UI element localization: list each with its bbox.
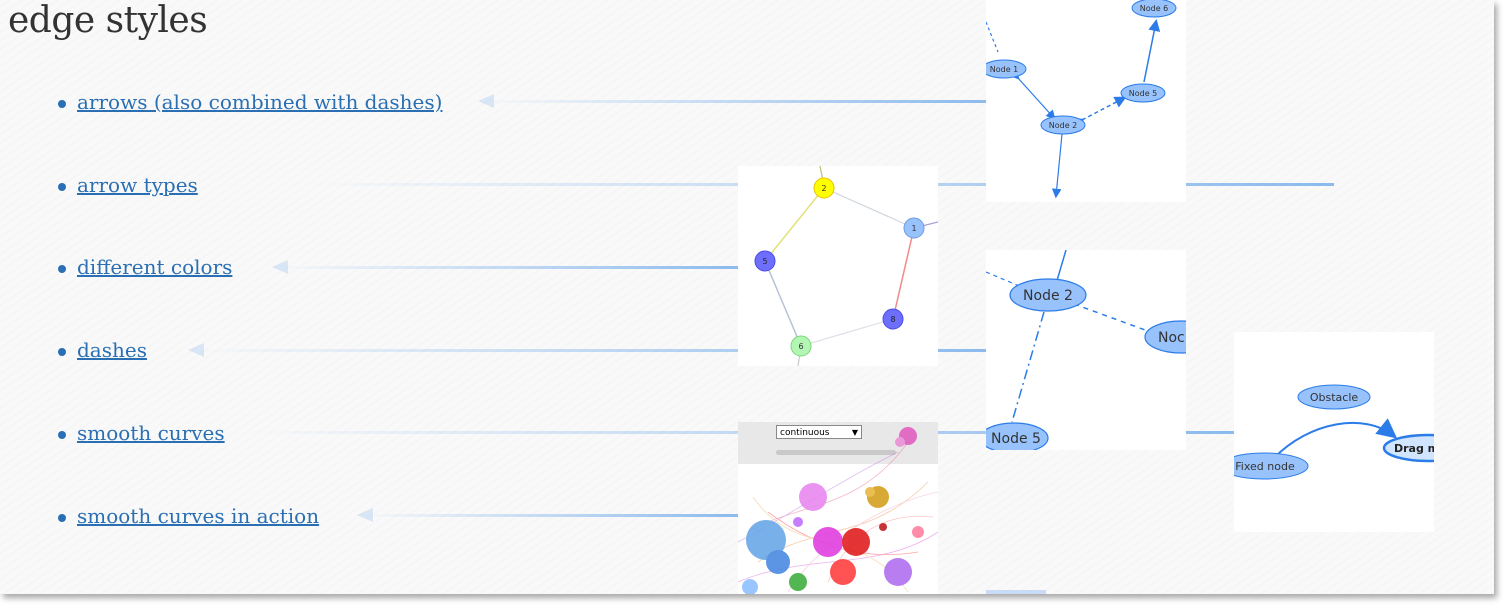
link-dashes[interactable]: dashes <box>77 338 147 362</box>
link-arrows[interactable]: arrows (also combined with dashes) <box>77 90 443 114</box>
smooth-graph: Obstacle Fixed node Drag m <box>1234 384 1434 480</box>
node-label: Obstacle <box>1310 391 1359 404</box>
link-different-colors[interactable]: different colors <box>77 255 233 279</box>
thumbnail-edge <box>986 590 1046 594</box>
bullet-icon <box>58 514 66 522</box>
thumbnail-smooth-curves-in-action[interactable]: continuous ▼ <box>738 422 938 594</box>
node-label: 5 <box>762 257 767 266</box>
network-cluster-graph <box>738 427 938 594</box>
connector-line-action <box>360 514 740 517</box>
node-label: 8 <box>890 315 895 324</box>
chevron-down-icon: ▼ <box>851 428 858 437</box>
node-label: 6 <box>798 342 803 351</box>
link-arrow-types[interactable]: arrow types <box>77 173 198 197</box>
thumbnail-arrows[interactable]: Node 1 Node 2 Node 5 Node 6 <box>986 0 1186 202</box>
link-smooth-curves[interactable]: smooth curves <box>77 421 225 445</box>
connector-arrowhead-dashes <box>188 343 204 357</box>
node-label: Noc <box>1158 330 1185 346</box>
node-label: Node 1 <box>990 65 1019 74</box>
node-label: 1 <box>911 224 916 233</box>
select-value: continuous <box>780 428 830 438</box>
connector-arrowhead-action <box>357 508 373 522</box>
link-smooth-curves-in-action[interactable]: smooth curves in action <box>77 504 320 528</box>
bullet-icon <box>58 265 66 273</box>
page-title: edge styles <box>8 0 208 41</box>
page-frame: edge styles arrows (also combined with d… <box>0 0 1494 594</box>
node-label: Node 2 <box>1023 288 1073 304</box>
connector-line-arrows <box>480 100 990 103</box>
connector-line-colors <box>275 266 745 269</box>
bullet-icon <box>58 348 66 356</box>
node-label: Node 5 <box>991 431 1041 447</box>
bullet-icon <box>58 183 66 191</box>
dashes-graph: Node 2 Noc Node 5 <box>986 250 1186 450</box>
node-label: 2 <box>821 184 826 193</box>
thumbnail-smooth-curves[interactable]: Obstacle Fixed node Drag m <box>1234 332 1434 532</box>
thumbnail-dashes[interactable]: Node 2 Noc Node 5 <box>986 250 1186 450</box>
thumbnail-different-colors[interactable]: 2 1 5 8 6 <box>738 166 938 366</box>
node-label: Fixed node <box>1235 460 1295 473</box>
node-label: Node 6 <box>1140 4 1169 13</box>
arrows-graph: Node 1 Node 2 Node 5 Node 6 <box>986 0 1177 199</box>
roundness-slider[interactable] <box>776 450 896 455</box>
bullet-icon <box>58 431 66 439</box>
bullet-icon <box>58 100 66 108</box>
connector-arrowhead-colors <box>272 260 288 274</box>
node-label: Node 2 <box>1049 121 1078 130</box>
connector-arrowhead-arrows <box>478 94 494 108</box>
node-label: Node 5 <box>1129 89 1158 98</box>
connector-line-dashes <box>190 349 990 352</box>
colors-graph: 2 1 5 8 6 <box>754 166 938 366</box>
smooth-type-select[interactable]: continuous ▼ <box>776 425 862 439</box>
node-label: Drag m <box>1394 442 1434 455</box>
